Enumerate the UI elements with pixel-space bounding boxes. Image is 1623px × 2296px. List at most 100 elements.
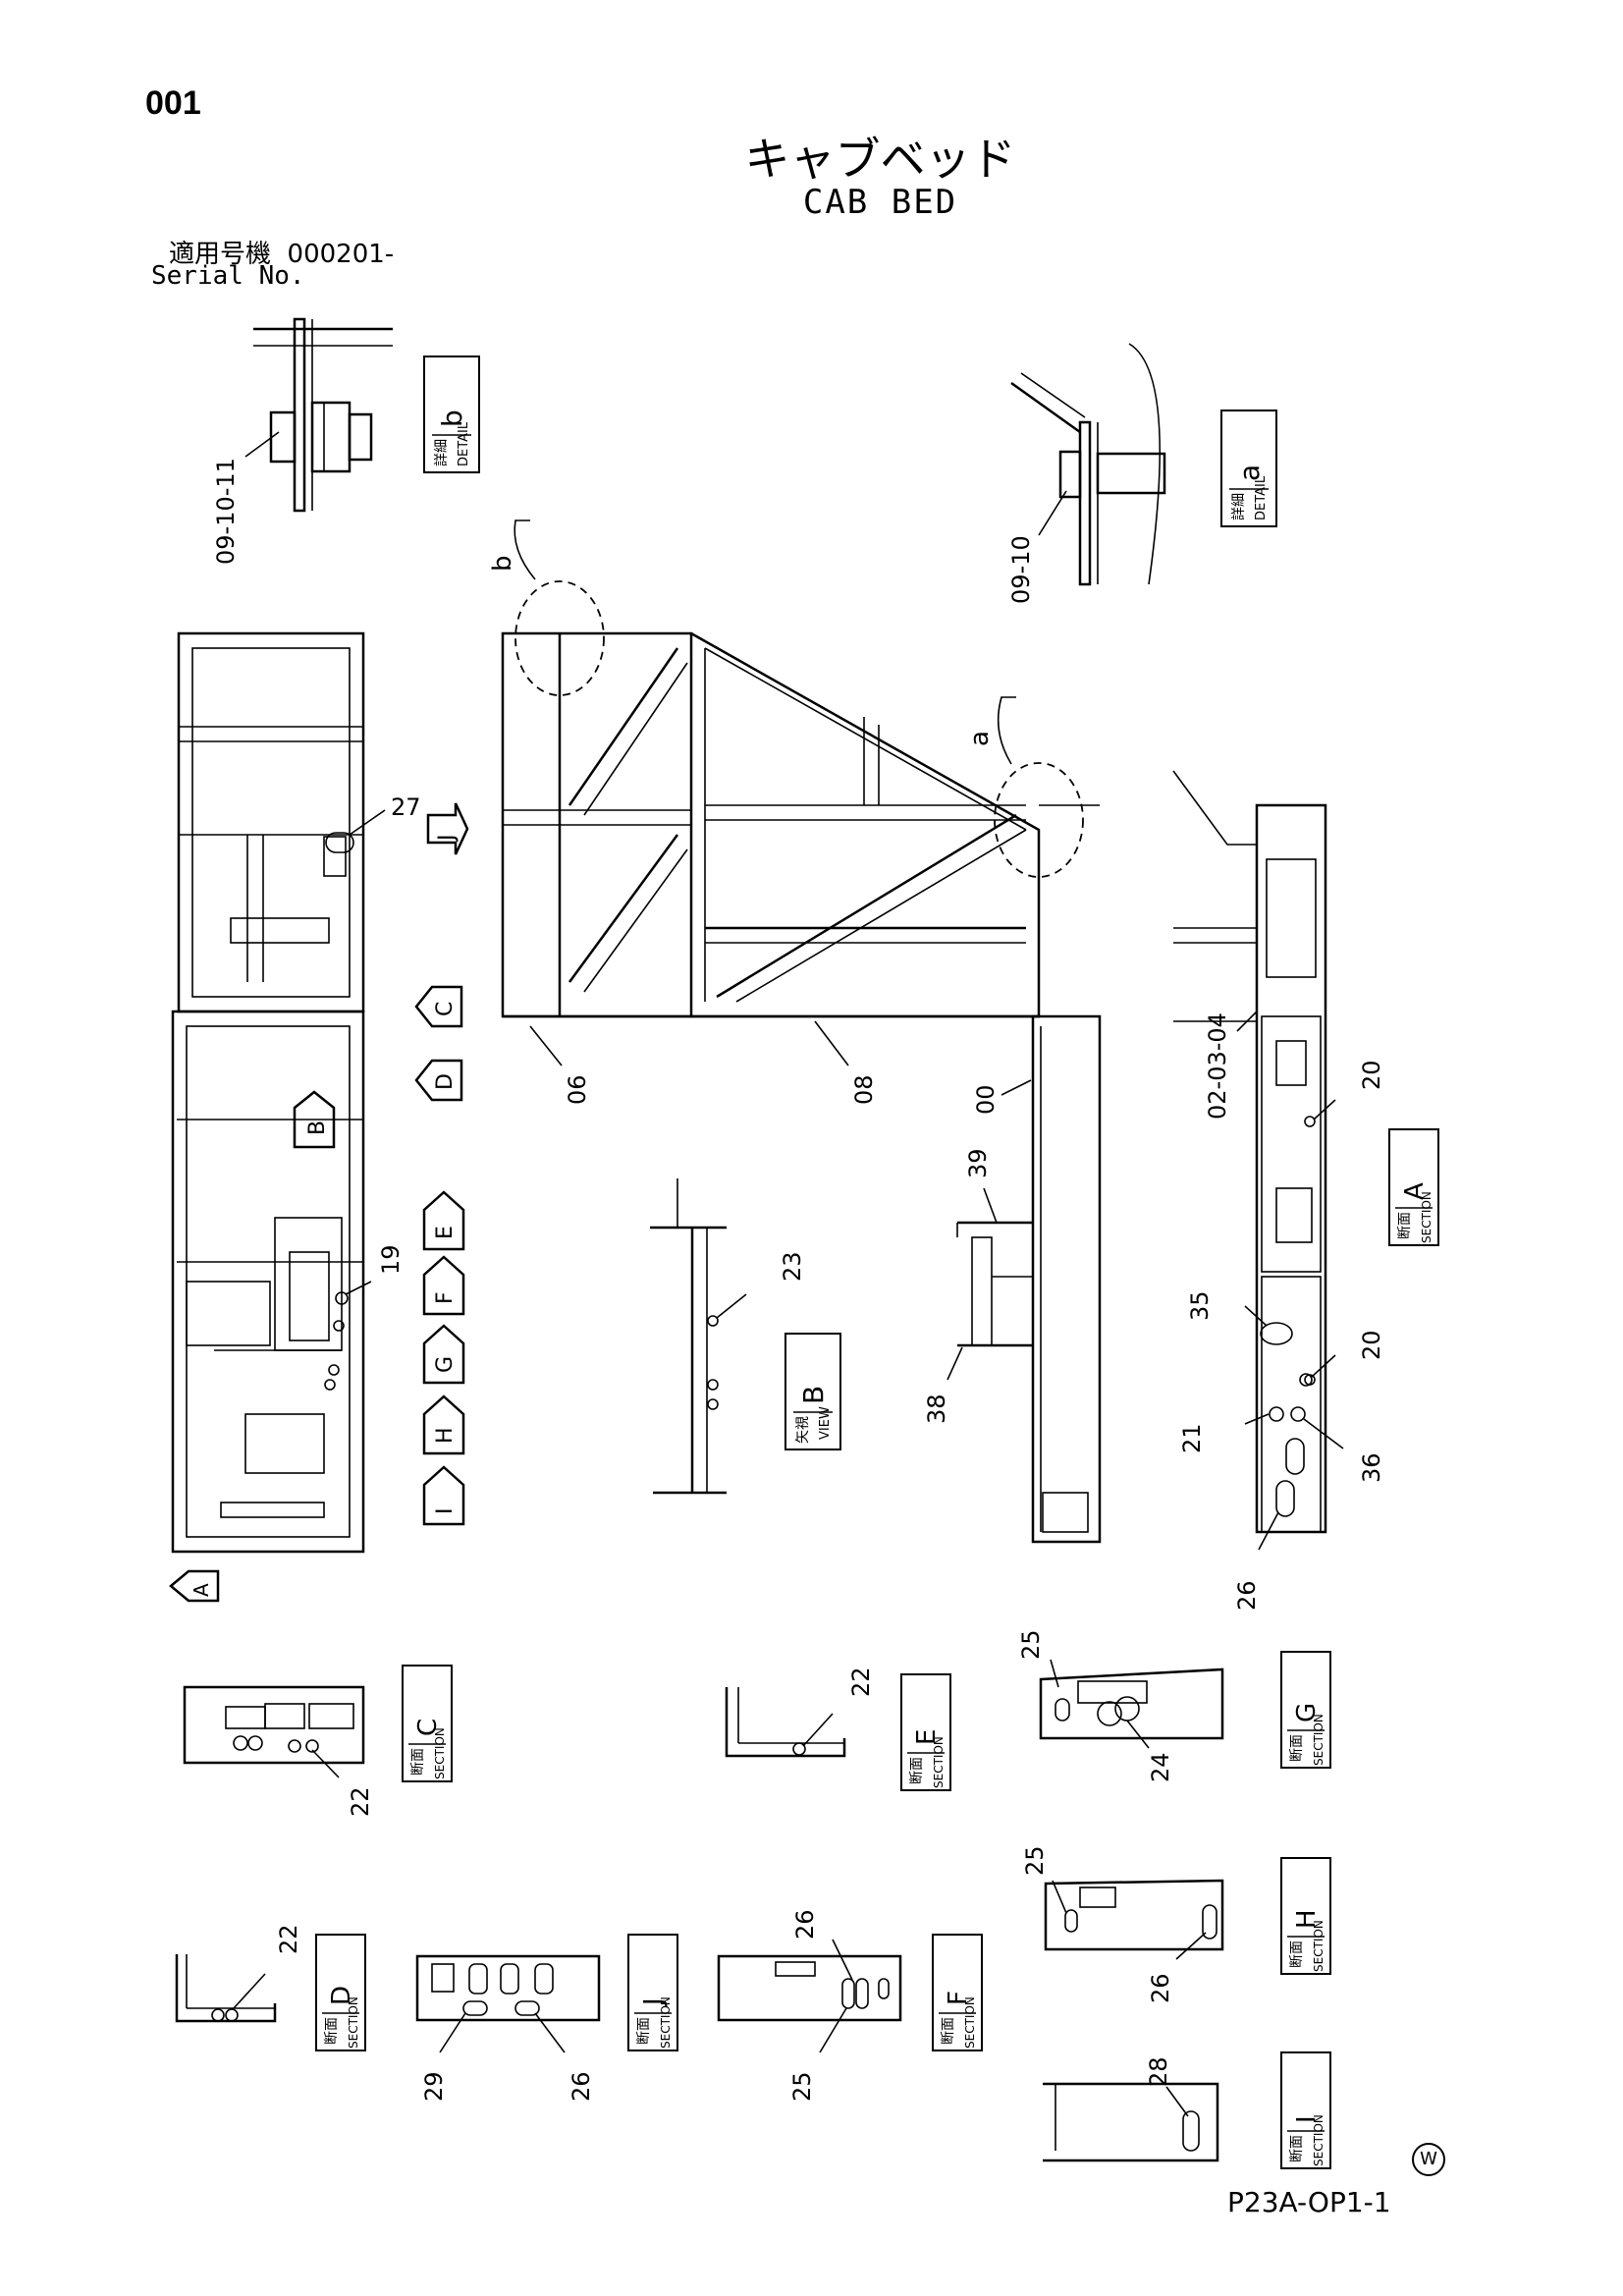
callout-26-i: 28 (1145, 2056, 1172, 2087)
column-00 (1031, 1014, 1102, 1544)
detail-a-jp: 詳細 (1231, 493, 1247, 520)
section-f-jp: 断面 (941, 2017, 956, 2045)
detail-b-en: DETAIL (457, 421, 471, 466)
circle-a (994, 762, 1084, 878)
arrow-j-letter: J (435, 835, 460, 844)
callout-28: 29 (420, 2071, 448, 2102)
callout-23: 23 (779, 1251, 806, 1282)
section-a-label: A 断面 SECTION (1388, 1128, 1439, 1246)
callout-26-h: 26 (1147, 1973, 1174, 2003)
section-e-drawing (725, 1687, 846, 1758)
callout-26-f: 26 (791, 1909, 819, 1940)
section-d-drawing (175, 1954, 277, 2023)
detail-a-drawing (1010, 343, 1166, 586)
callout-00: 00 (972, 1084, 1000, 1115)
section-f-en: SECTION (963, 1996, 977, 2049)
hole-27 (325, 832, 354, 853)
callout-08: 08 (850, 1074, 878, 1105)
detail-b-jp: 詳細 (434, 439, 450, 466)
section-h-en: SECTION (1312, 1920, 1325, 1972)
section-j-en: SECTION (659, 1996, 673, 2049)
section-j-label: J 断面 SECTION (627, 1934, 678, 2051)
section-c-en: SECTION (433, 1727, 447, 1779)
section-e-letter: E (912, 1729, 942, 1745)
callout-27: 27 (391, 793, 421, 821)
leader-26-a (1258, 1511, 1279, 1551)
callout-29: 26 (568, 2071, 595, 2102)
callout-24: 24 (1147, 1752, 1174, 1782)
bracket-39-38 (956, 1221, 1033, 1347)
leader-22-c (311, 1749, 340, 1778)
leader-36 (1303, 1418, 1344, 1449)
section-g-jp: 断面 (1289, 1734, 1305, 1762)
leader-20-a (1313, 1099, 1336, 1121)
arrow-g-letter: G (433, 1356, 458, 1373)
leader-39 (983, 1187, 998, 1224)
section-c-letter: C (413, 1719, 443, 1736)
arrow-f-letter: F (433, 1291, 458, 1304)
leader-22-e (802, 1713, 834, 1747)
section-j-letter: J (639, 1997, 669, 2007)
detail-b-label: b 詳細 DETAIL (423, 355, 480, 473)
page-number: 001 (145, 84, 201, 122)
arrow-f: F (422, 1255, 465, 1316)
section-j-drawing (415, 1954, 601, 2022)
section-h-letter: H (1292, 1909, 1322, 1929)
leader-23 (716, 1293, 747, 1319)
watermark-symbol: W (1412, 2143, 1445, 2176)
arrow-d: D (414, 1059, 463, 1102)
leader-35 (1244, 1305, 1268, 1327)
callout-26-a: 26 (1233, 1580, 1261, 1611)
section-j-jp: 断面 (636, 2017, 652, 2045)
serial-label-jp-text: 適用号機 (169, 240, 272, 269)
section-i-label: I 断面 SECTION (1280, 2051, 1331, 2169)
leader-25-h (1052, 1880, 1067, 1914)
leader-22-d (233, 1973, 266, 2009)
view-b-jp: 矢視 (795, 1416, 811, 1444)
leader-02-03-04 (1236, 1011, 1258, 1032)
serial-label-jp: 適用号機 000201- (169, 234, 394, 270)
section-i-en: SECTION (1312, 2114, 1325, 2166)
callout-39: 39 (964, 1148, 992, 1178)
section-a-frame (1172, 770, 1327, 1534)
callout-22-e: 22 (847, 1667, 875, 1697)
section-g-drawing (1039, 1667, 1224, 1740)
detail-a-label: a 詳細 DETAIL (1220, 410, 1277, 527)
leader-20-b (1311, 1354, 1336, 1378)
leader-27 (349, 809, 386, 836)
leader-26-h (1175, 1932, 1207, 1960)
circle-b-letter: b (488, 555, 517, 572)
section-g-label: G 断面 SECTION (1280, 1651, 1331, 1769)
arrow-j: J (426, 802, 469, 855)
arrow-i: I (422, 1465, 465, 1526)
section-a-jp: 断面 (1397, 1212, 1413, 1239)
callout-25-h: 25 (1021, 1845, 1049, 1876)
detail-a-letter: a (1233, 465, 1266, 481)
arrow-e: E (422, 1190, 465, 1251)
callout-09-10-11: 09-10-11 (212, 458, 240, 565)
view-b-en: VIEW (818, 1406, 833, 1440)
section-e-en: SECTION (932, 1736, 946, 1788)
section-f-label: F 断面 SECTION (932, 1934, 983, 2051)
callout-25-f: 25 (788, 2071, 816, 2102)
section-c-jp: 断面 (410, 1748, 426, 1776)
leader-28 (439, 2012, 466, 2053)
view-b-label: B 矢視 VIEW (784, 1333, 841, 1450)
section-e-label: E 断面 SECTION (900, 1673, 951, 1791)
section-a-en: SECTION (1420, 1191, 1434, 1243)
plan-view-frame (171, 631, 365, 1554)
callout-36: 36 (1358, 1452, 1385, 1483)
section-g-en: SECTION (1312, 1714, 1325, 1766)
section-i-letter: I (1292, 2115, 1322, 2123)
leader-38 (947, 1346, 963, 1381)
page-title-jp: キャブベッド (744, 133, 1016, 186)
section-c-drawing (183, 1685, 365, 1765)
side-view-frame (501, 631, 1100, 1018)
arrow-b-letter: B (305, 1121, 330, 1135)
leader-09-10-11 (244, 431, 280, 458)
circle-a-letter: a (965, 731, 995, 746)
arrow-c: C (414, 985, 463, 1028)
leader-25-g (1050, 1659, 1059, 1688)
arrow-a: A (169, 1569, 220, 1603)
leader-26-i (1165, 2086, 1189, 2117)
